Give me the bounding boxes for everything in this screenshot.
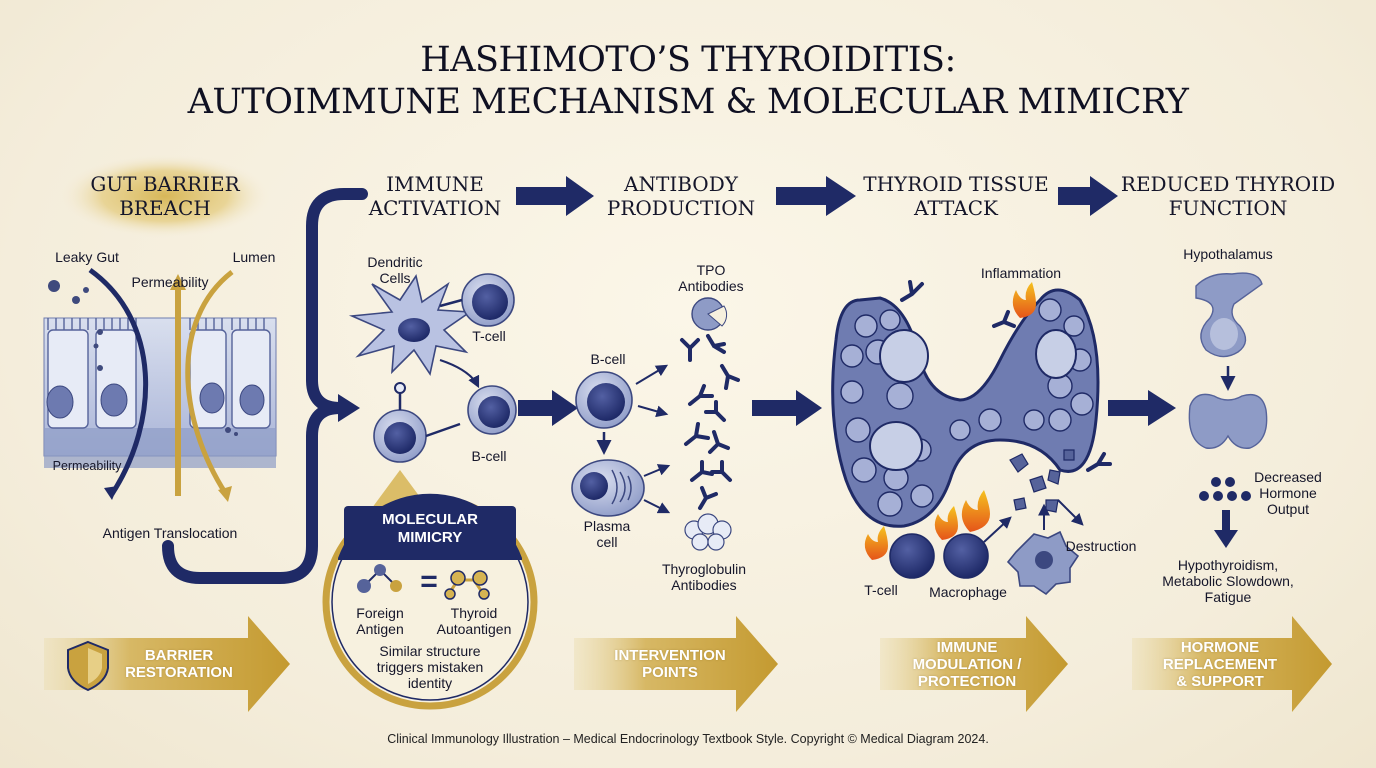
mimicry-title: MOLECULAR MIMICRY: [382, 511, 478, 546]
t-cell-icon: [439, 273, 515, 327]
label-tpo-antibodies: TPO Antibodies: [678, 262, 744, 294]
page-subtitle: AUTOIMMUNE MECHANISM & MOLECULAR MIMICRY: [187, 82, 1189, 122]
label-permeability-bottom: Permeability: [52, 459, 122, 473]
label-lumen: Lumen: [232, 249, 276, 265]
label-macrophage: Macrophage: [929, 584, 1007, 600]
destruction-cell-icon: [1006, 530, 1080, 596]
label-decreased-hormone: Decreased Hormone Output: [1254, 469, 1322, 517]
arrow-icon: [338, 394, 360, 422]
intervention-barrier-restoration: BARRIER RESTORATION: [125, 647, 233, 681]
stage-arrows-middle: [518, 390, 1176, 426]
page-title: HASHIMOTO’S THYROIDITIS:: [420, 40, 956, 80]
footer-copyright: Clinical Immunology Illustration – Medic…: [387, 732, 989, 746]
mimicry-foreign-antigen: Foreign Antigen: [356, 605, 404, 637]
gut-breach-glow: [60, 154, 270, 238]
antibody-arrows: [635, 364, 671, 514]
macrophage-icon: [943, 533, 989, 579]
intervention-immune-modulation: IMMUNE MODULATION / PROTECTION: [912, 639, 1022, 690]
b-cell-antibody-icon: [575, 371, 633, 429]
antibody-icon: [680, 334, 740, 510]
antibody-icon: [900, 280, 1112, 472]
molecular-mimicry-panel: [322, 493, 538, 710]
t-cell-attack-icon: [889, 533, 935, 579]
arrow-icon: [1214, 530, 1238, 548]
intervention-points: INTERVENTION POINTS: [614, 647, 726, 681]
dendritic-cell-icon: [348, 274, 473, 377]
pathway-bracket: [162, 188, 368, 584]
stage-arrows-top: [516, 176, 1118, 216]
label-b-cell-antibody: B-cell: [590, 351, 626, 367]
stage-heading-antibody: ANTIBODY PRODUCTION: [606, 172, 756, 220]
mimicry-caption: Similar structure triggers mistaken iden…: [376, 643, 484, 691]
label-permeability-top: Permeability: [131, 274, 209, 290]
hormone-dots: [1199, 477, 1251, 501]
label-plasma-cell: Plasma cell: [583, 518, 631, 550]
label-antigen-translocation: Antigen Translocation: [102, 525, 238, 541]
tpo-antigen-icon: [691, 297, 728, 331]
label-b-cell-immune: B-cell: [471, 448, 507, 464]
thyroglobulin-icon: [684, 513, 732, 551]
label-inflammation: Inflammation: [980, 265, 1062, 281]
mimicry-equals: =: [420, 565, 438, 598]
label-t-cell-attack: T-cell: [864, 582, 898, 598]
intervention-hormone-replacement: HORMONE REPLACEMENT & SUPPORT: [1162, 639, 1278, 690]
label-leaky-gut: Leaky Gut: [55, 249, 119, 265]
attack-arrows: [983, 499, 1084, 543]
intervention-arrows: [44, 616, 1332, 712]
stage-heading-reduced: REDUCED THYROID FUNCTION: [1120, 172, 1336, 220]
thyroid-small-icon: [1188, 393, 1268, 449]
label-destruction: Destruction: [1065, 538, 1137, 554]
label-t-cell-immune: T-cell: [472, 328, 506, 344]
stage-heading-attack: THYROID TISSUE ATTACK: [863, 172, 1049, 220]
shield-icon: [67, 640, 109, 692]
flame-icon: [864, 282, 1036, 560]
antigen-presenting-cell-icon: [373, 382, 461, 463]
b-cell-icon: [467, 385, 517, 435]
stage-heading-gut: GUT BARRIER BREACH: [90, 172, 240, 220]
arrow-icon: [439, 359, 480, 389]
label-outcome: Hypothyroidism, Metabolic Slowdown, Fati…: [1162, 557, 1294, 605]
thyroid-gland-icon: [831, 288, 1100, 528]
label-thyroglobulin-antibodies: Thyroglobulin Antibodies: [661, 561, 747, 593]
label-dendritic-cells: Dendritic Cells: [367, 254, 423, 286]
mimicry-thyroid-autoantigen: Thyroid Autoantigen: [436, 605, 512, 637]
gut-epithelium: [43, 267, 277, 502]
label-hypothalamus: Hypothalamus: [1183, 246, 1273, 262]
hypothalamus-icon: [1195, 272, 1263, 358]
plasma-cell-icon: [571, 459, 645, 517]
stage-heading-immune: IMMUNE ACTIVATION: [368, 172, 502, 220]
